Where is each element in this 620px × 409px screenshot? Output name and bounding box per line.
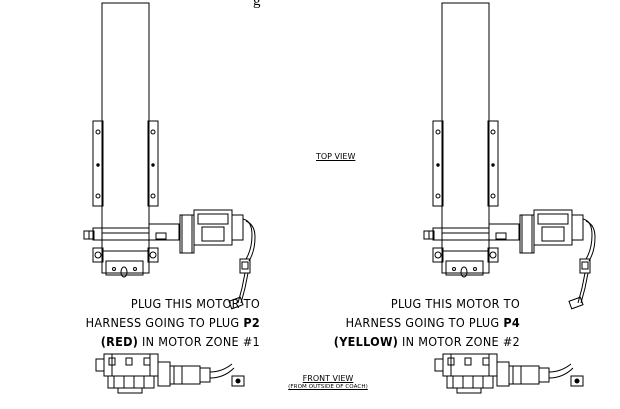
callout-line-1: PLUG THIS MOTOR TO — [390, 296, 520, 311]
right-assembly-top-view — [423, 2, 596, 310]
front-view-label: FRONT VIEW (FROM OUTSIDE OF COACH) — [283, 374, 373, 392]
top-text-fragment: g — [253, 0, 261, 9]
plug-color: (YELLOW) — [333, 334, 399, 349]
callout-line-2-text: HARNESS GOING TO PLUG — [345, 315, 504, 330]
callout-line-2-text: HARNESS GOING TO PLUG — [85, 315, 244, 330]
motor-zone-text: IN MOTOR ZONE #2 — [398, 334, 520, 349]
front-view-title: FRONT VIEW — [302, 374, 354, 383]
plug-id: P2 — [243, 315, 260, 330]
motor-zone-text: IN MOTOR ZONE #1 — [138, 334, 260, 349]
callout-line-1: PLUG THIS MOTOR TO — [130, 296, 260, 311]
front-view-sublabel: (FROM OUTSIDE OF COACH) — [288, 384, 368, 390]
callout-line-3: (RED) IN MOTOR ZONE #1 — [60, 332, 260, 351]
top-view-label: TOP VIEW — [316, 152, 356, 161]
callout-line-2: HARNESS GOING TO PLUG P2 — [60, 313, 260, 332]
plug-color: (RED) — [100, 334, 139, 349]
left-assembly-top-view — [83, 2, 256, 310]
right-assembly-front-view — [434, 353, 584, 394]
left-motor-callout: PLUG THIS MOTOR TO HARNESS GOING TO PLUG… — [60, 294, 260, 351]
callout-line-2: HARNESS GOING TO PLUG P4 — [320, 313, 520, 332]
left-assembly-front-view — [95, 353, 245, 394]
plug-id: P4 — [503, 315, 520, 330]
right-motor-callout: PLUG THIS MOTOR TO HARNESS GOING TO PLUG… — [320, 294, 520, 351]
callout-line-3: (YELLOW) IN MOTOR ZONE #2 — [320, 332, 520, 351]
